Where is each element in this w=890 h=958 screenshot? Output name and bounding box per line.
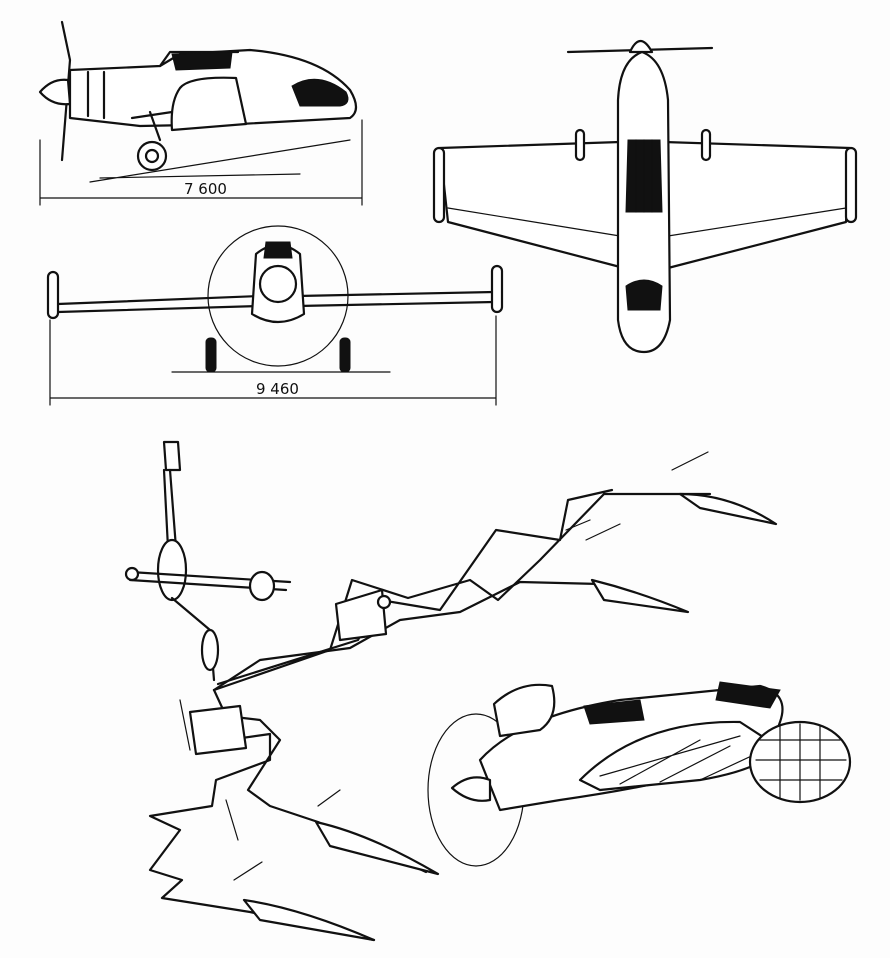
ground-line xyxy=(89,139,351,183)
right-wingtip-tank xyxy=(844,146,858,224)
right-wing xyxy=(662,140,852,270)
cockpit-perspective xyxy=(492,683,556,738)
spinner xyxy=(38,78,72,106)
span-dimension-line xyxy=(49,315,497,406)
propeller-blade xyxy=(60,20,72,162)
perspective-view xyxy=(427,681,852,867)
canopy-line xyxy=(158,50,240,68)
canopy-glass xyxy=(171,51,233,71)
bellcrank-lower xyxy=(188,704,248,756)
left-wing xyxy=(438,140,626,270)
front-view: 9 460 xyxy=(46,225,504,406)
wing-root xyxy=(170,76,248,132)
right-gear-front xyxy=(339,337,351,373)
spinner-perspective xyxy=(450,776,492,802)
left-wingtip-tank xyxy=(432,146,446,224)
stick-grip xyxy=(162,440,182,472)
cowling-lines xyxy=(86,70,106,120)
control-linkage-schematic xyxy=(124,440,778,942)
spinner-front xyxy=(258,264,298,304)
bellcrank-upper xyxy=(334,588,388,642)
main-wheel xyxy=(136,140,168,172)
spinner-top xyxy=(628,39,654,54)
length-dimension: 7 600 xyxy=(184,180,227,198)
aileron-horn-upper xyxy=(678,492,778,526)
side-view: 7 600 xyxy=(38,20,363,206)
elevator-horn xyxy=(314,820,440,876)
rudder-horn xyxy=(242,898,376,942)
tail-marking xyxy=(625,279,663,311)
gear-strut xyxy=(130,110,174,142)
wing-front xyxy=(56,290,496,314)
rear-window xyxy=(291,78,349,107)
top-view xyxy=(432,39,858,354)
length-dimension-line xyxy=(39,119,363,206)
span-dimension: 9 460 xyxy=(256,380,299,398)
control-rods-upper xyxy=(212,488,712,692)
left-gear-front xyxy=(205,337,217,373)
control-stick xyxy=(162,468,178,550)
